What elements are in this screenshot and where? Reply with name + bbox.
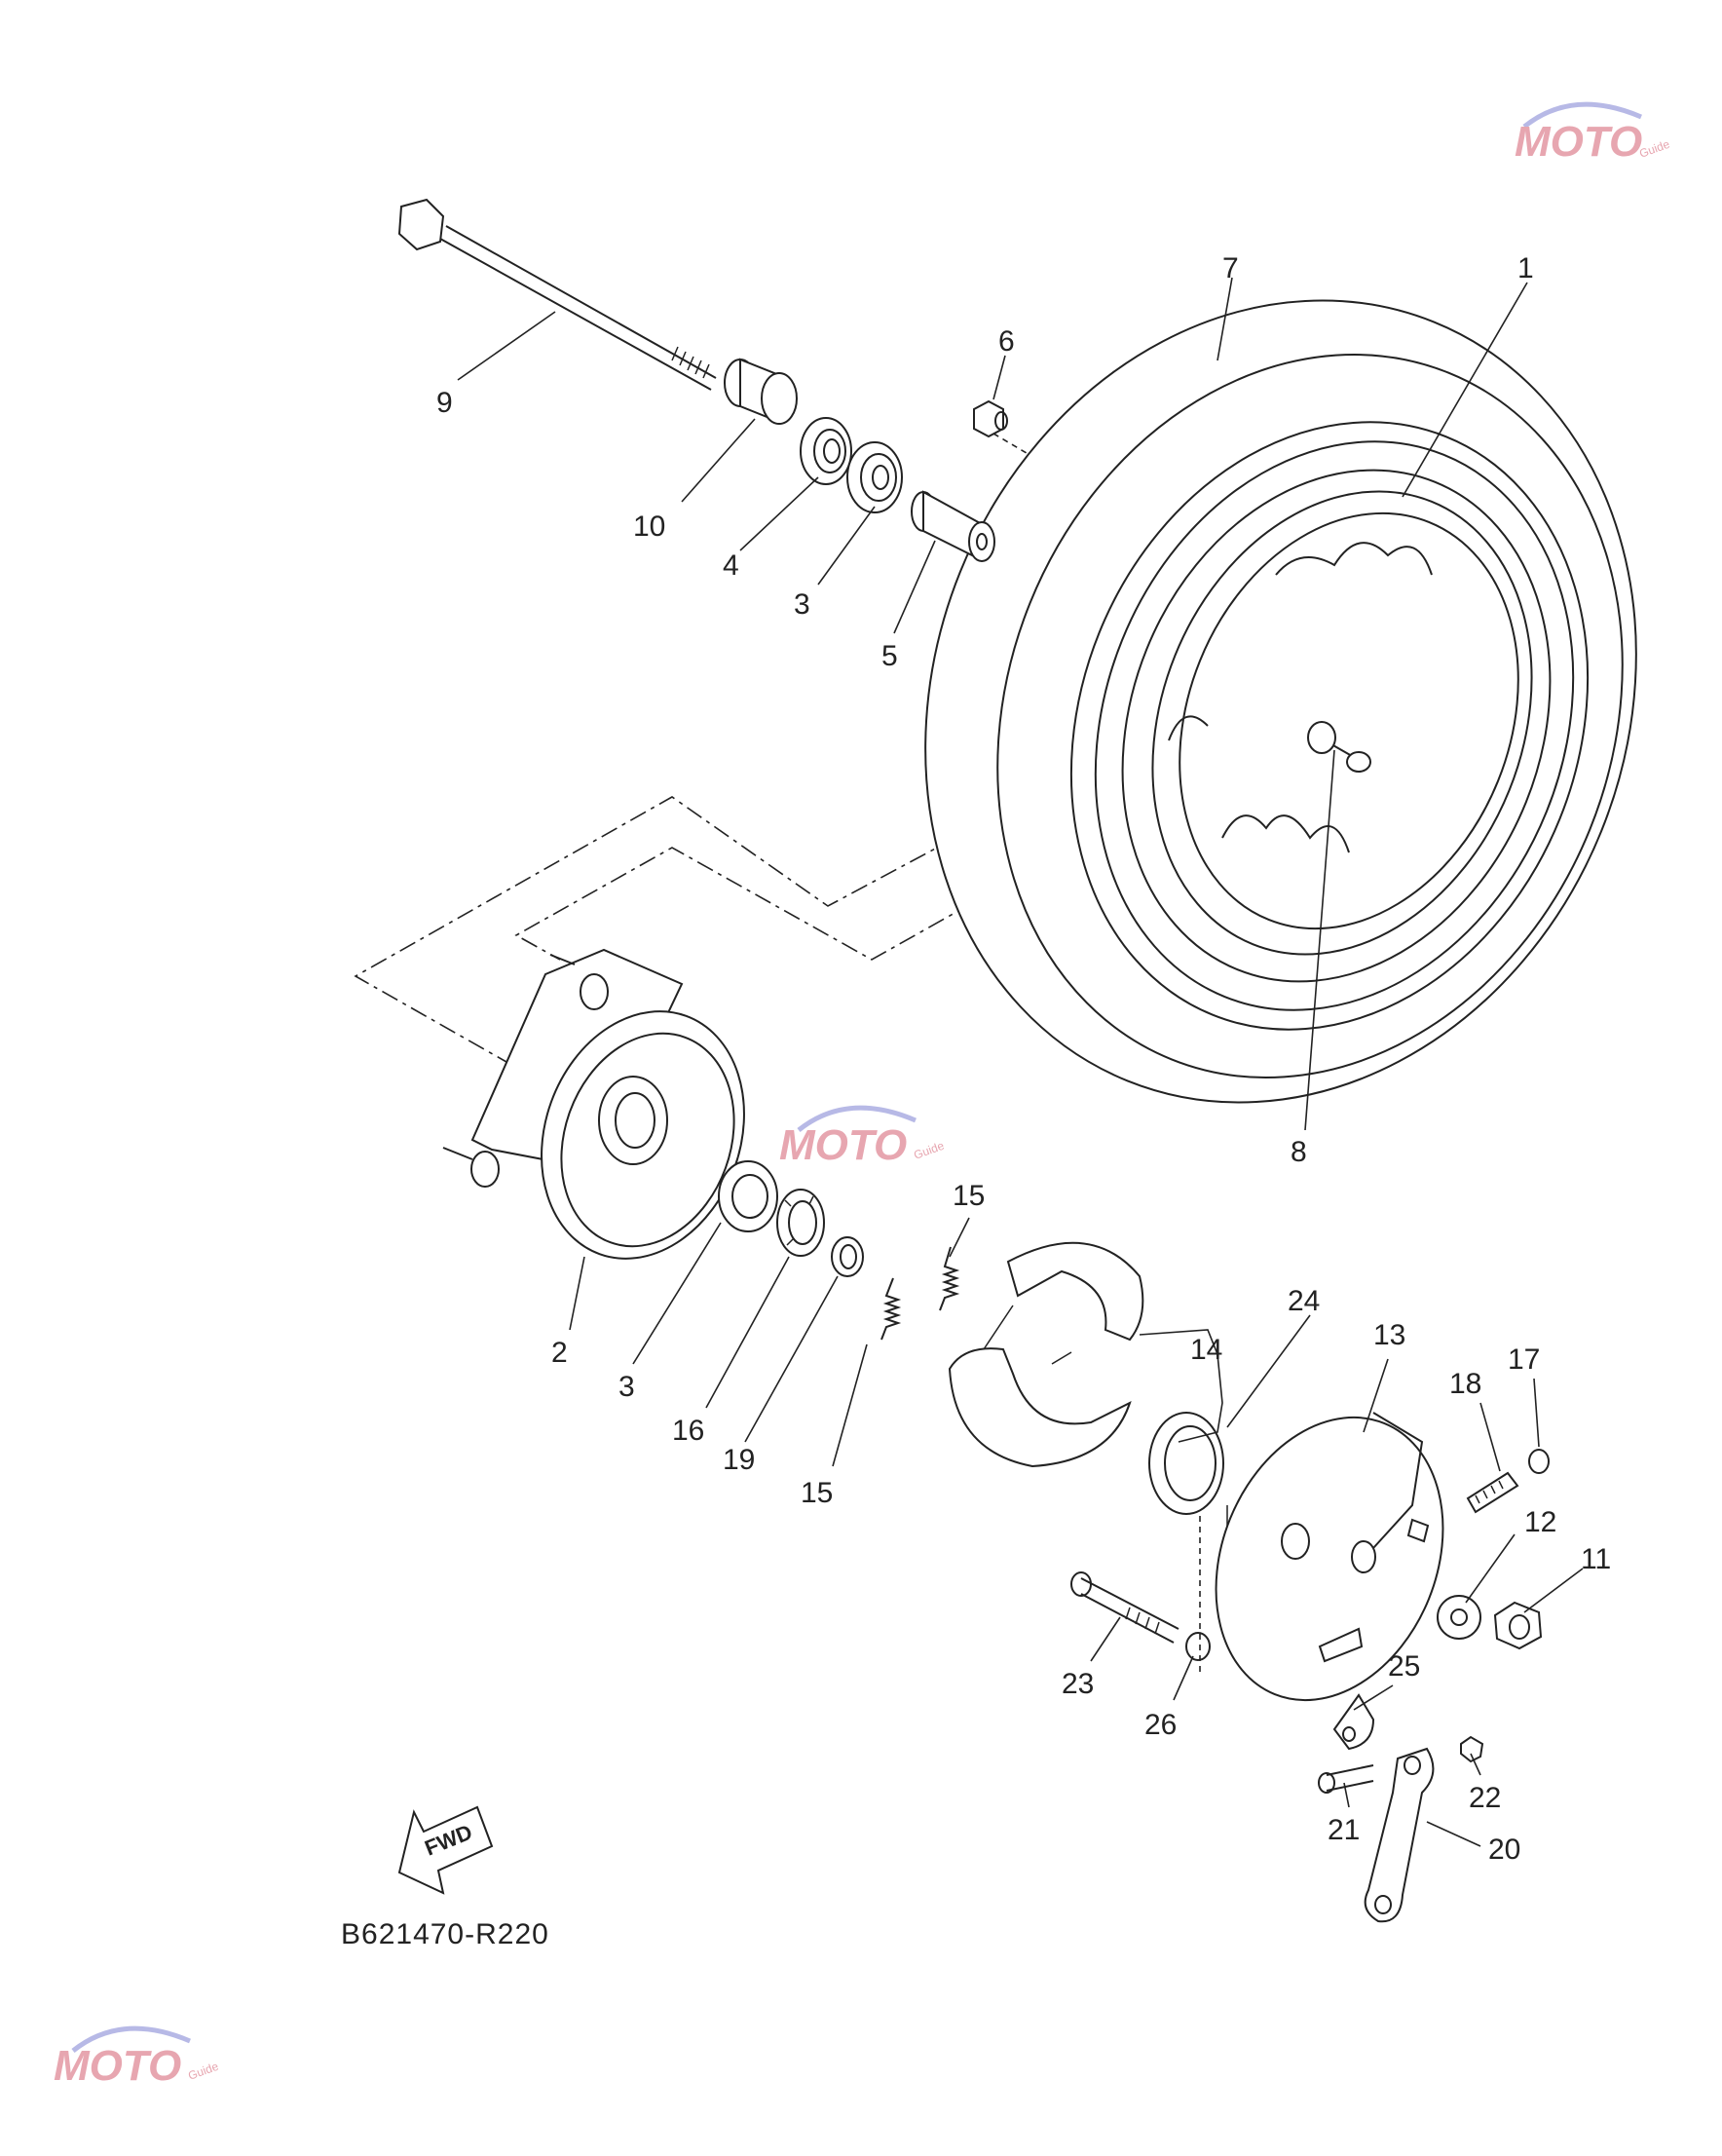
brake-arm-20 — [1364, 1747, 1435, 1923]
callout-19: 19 — [723, 1444, 755, 1476]
indicator-plate-25 — [1332, 1693, 1375, 1751]
collar-10 — [724, 358, 798, 425]
hub-2 — [442, 948, 745, 1260]
callout-18: 18 — [1449, 1368, 1481, 1400]
valve-stem — [1307, 721, 1371, 773]
callout-11: 11 — [1581, 1543, 1611, 1575]
svg-text:MOTO: MOTO — [779, 1121, 907, 1169]
callout-8: 8 — [1291, 1136, 1307, 1168]
svg-text:MOTO: MOTO — [54, 2042, 181, 2090]
leader-lines — [457, 277, 1584, 1847]
diagram-reference-code: B621470-R220 — [341, 1918, 549, 1950]
bearing-3-top — [846, 441, 903, 513]
callout-3-top: 3 — [794, 588, 810, 621]
fwd-arrow-icon: FWD — [397, 1805, 494, 1895]
callout-23: 23 — [1062, 1668, 1094, 1700]
gear-16 — [776, 1189, 825, 1257]
callout-20: 20 — [1488, 1834, 1520, 1866]
brake-shoes-14 — [948, 1241, 1144, 1468]
washer-19 — [831, 1236, 864, 1277]
callout-10: 10 — [633, 511, 665, 543]
callout-1: 1 — [1517, 252, 1534, 284]
callout-5: 5 — [881, 640, 898, 672]
washer-17 — [1528, 1449, 1550, 1474]
callout-15-upper: 15 — [953, 1180, 985, 1212]
callout-3-lower: 3 — [618, 1371, 635, 1403]
bolt-21 — [1318, 1764, 1374, 1794]
callout-21: 21 — [1328, 1814, 1360, 1846]
callout-14: 14 — [1190, 1334, 1222, 1366]
callout-labels: 1 2 3 3 4 5 6 7 8 9 10 11 12 13 14 15 15… — [436, 252, 1611, 1866]
nut-22 — [1460, 1735, 1484, 1763]
stud-23 — [1070, 1571, 1179, 1644]
washer-12 — [1437, 1595, 1481, 1640]
callout-26: 26 — [1144, 1709, 1177, 1741]
camshaft-18 — [1466, 1471, 1519, 1514]
callout-16: 16 — [672, 1415, 704, 1447]
nut-6 — [973, 399, 1008, 438]
callout-24: 24 — [1288, 1285, 1320, 1317]
callout-6: 6 — [998, 325, 1015, 358]
brake-panel-13 — [1215, 1412, 1444, 1702]
nut-11 — [1493, 1601, 1543, 1650]
callout-13: 13 — [1373, 1319, 1405, 1351]
callout-2: 2 — [551, 1337, 568, 1369]
svg-text:Guide: Guide — [186, 2060, 220, 2083]
callout-9: 9 — [436, 387, 453, 419]
spring-15-upper — [939, 1246, 960, 1311]
tire-wheel-assembly — [924, 299, 1637, 1104]
axle-bolt — [397, 198, 717, 391]
callout-7: 7 — [1222, 252, 1239, 284]
watermark-logo-center: MOTO Guide — [779, 1105, 946, 1169]
svg-text:MOTO: MOTO — [1515, 118, 1642, 166]
callout-25: 25 — [1388, 1650, 1420, 1683]
oring-26 — [1185, 1632, 1211, 1661]
svg-text:Guide: Guide — [912, 1139, 946, 1162]
oil-seal-24 — [1148, 1412, 1224, 1515]
spacer-5 — [911, 490, 995, 562]
callout-22: 22 — [1469, 1782, 1501, 1814]
callout-17: 17 — [1508, 1343, 1540, 1376]
bearing-4 — [800, 417, 852, 485]
callout-4: 4 — [723, 549, 739, 582]
watermark-logo-bottom-left: MOTO Guide — [54, 2025, 220, 2090]
callout-12: 12 — [1524, 1506, 1556, 1538]
bearing-3-lower — [718, 1160, 778, 1232]
spring-15-lower — [880, 1277, 902, 1341]
watermark-logo-top-right: MOTO Guide — [1515, 101, 1671, 166]
svg-text:Guide: Guide — [1637, 137, 1671, 161]
callout-15-lower: 15 — [801, 1477, 833, 1509]
